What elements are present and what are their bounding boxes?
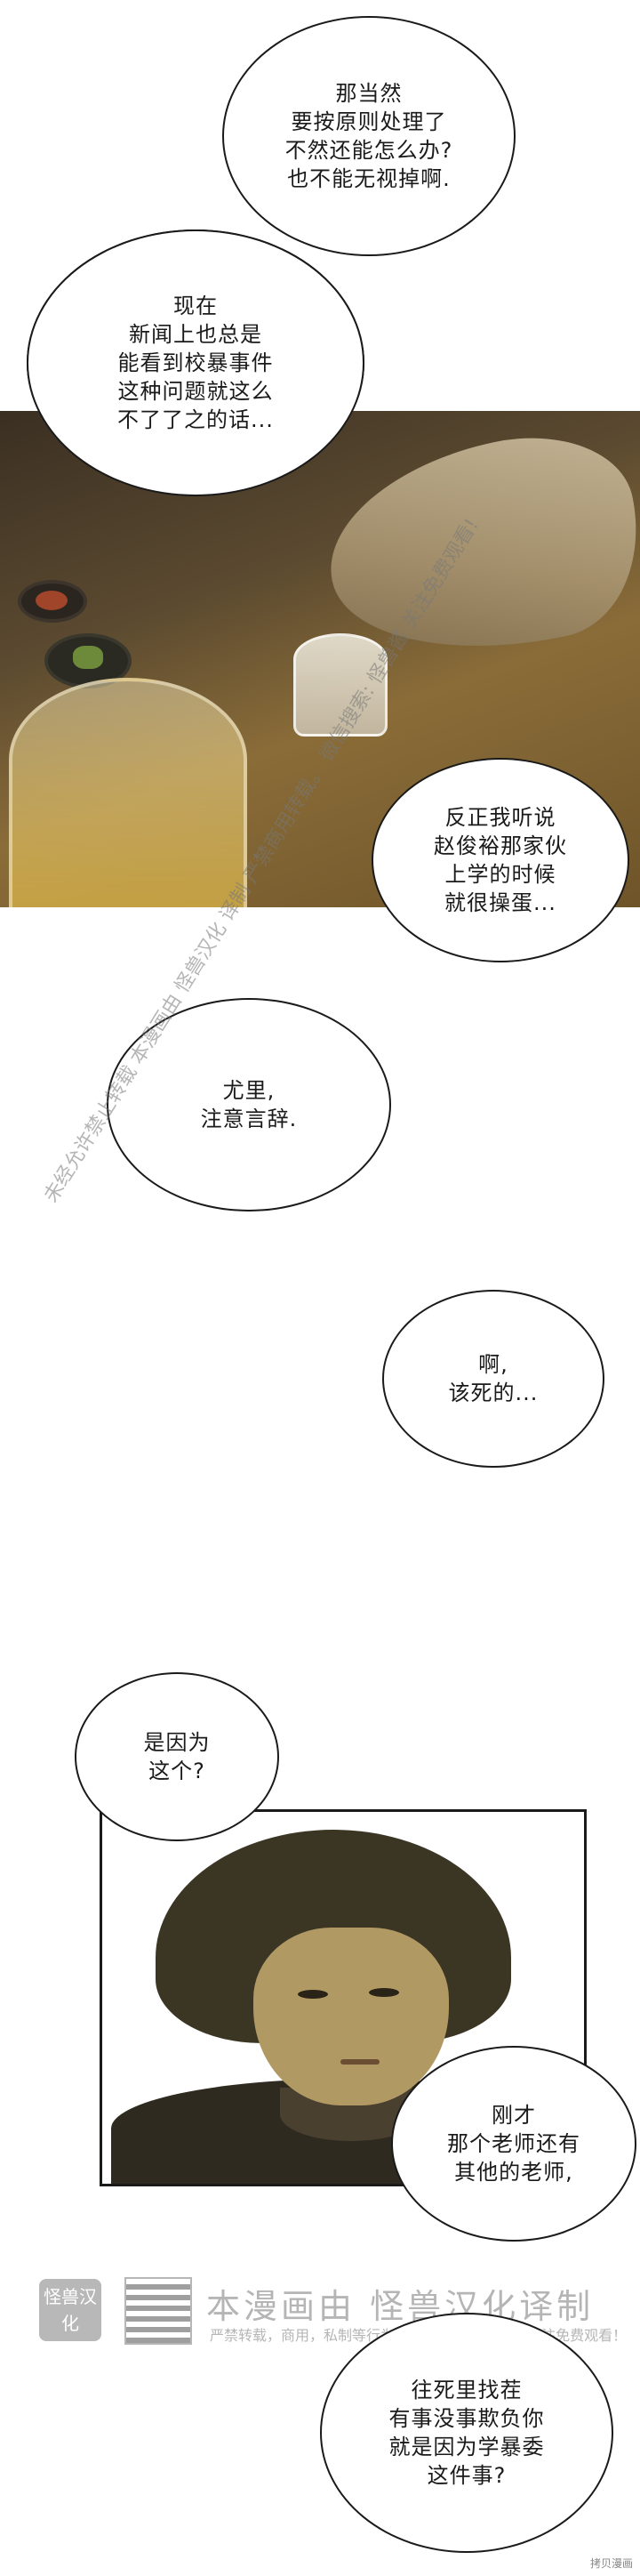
bubble-8-line-1: 往死里找茬 <box>411 2378 523 2403</box>
character-mouth <box>340 2059 380 2065</box>
bubble-3-line-2: 赵俊裕那家伙 <box>434 833 567 858</box>
translator-logo: 怪兽汉化 <box>39 2279 101 2341</box>
speech-bubble-3: 反正我听说 赵俊裕那家伙 上学的时候 就很操蛋... <box>372 758 629 962</box>
bubble-8-line-4: 这件事? <box>427 2463 507 2488</box>
bubble-1-text: 那当然 要按原则处理了 不然还能怎么办? 也不能无视掉啊. <box>285 79 453 193</box>
bubble-1-line-4: 也不能无视掉啊. <box>287 166 451 191</box>
bubble-1-line-1: 那当然 <box>335 81 403 106</box>
bubble-2o-line-3: 能看到校暴事件 <box>117 350 274 375</box>
bubble-1-line-3: 不然还能怎么办? <box>284 138 453 163</box>
character-left-eye <box>298 1990 328 1999</box>
source-credit: 拷贝漫画 <box>589 2557 633 2570</box>
character-face-image <box>253 1928 449 2105</box>
bubble-7-line-2: 那个老师还有 <box>447 2131 580 2156</box>
bubble-4-line-1: 尤里, <box>222 1078 276 1103</box>
speech-bubble-1: 那当然 要按原则处理了 不然还能怎么办? 也不能无视掉啊. <box>222 16 516 256</box>
bubble-3-text: 反正我听说 赵俊裕那家伙 上学的时候 就很操蛋... <box>434 803 567 917</box>
beer-glass-image <box>9 678 247 907</box>
bubble-6-line-1: 是因为 <box>143 1730 211 1755</box>
speech-bubble-2-overlay: 现在 新闻上也总是 能看到校暴事件 这种问题就这么 不了了之的话... <box>27 229 364 496</box>
watermark-title: 本漫画由 怪兽汉化译制 <box>206 2287 595 2326</box>
bubble-2o-line-4: 这种问题就这么 <box>117 379 274 404</box>
speech-bubble-5: 啊, 该死的... <box>382 1290 604 1468</box>
bubble-6-line-2: 这个? <box>148 1759 205 1783</box>
bubble-8-text: 往死里找茬 有事没事欺负你 就是因为学暴委 这件事? <box>389 2376 545 2490</box>
sauce-dish-image <box>18 580 87 623</box>
bubble-5-line-2: 该死的... <box>448 1381 539 1405</box>
bubble-2o-line-5: 不了了之的话... <box>117 407 274 432</box>
bubble-7-text: 刚才 那个老师还有 其他的老师, <box>447 2101 580 2186</box>
bubble-3-line-1: 反正我听说 <box>444 805 556 830</box>
bubble-4-line-2: 注意言辞. <box>200 1107 298 1131</box>
character-right-eye <box>369 1988 399 1997</box>
bubble-3-line-4: 就很操蛋... <box>444 890 556 915</box>
speech-bubble-8: 往死里找茬 有事没事欺负你 就是因为学暴委 这件事? <box>320 2313 613 2553</box>
bubble-2o-line-1: 现在 <box>172 294 218 318</box>
bubble-2-overlay-text: 现在 新闻上也总是 能看到校暴事件 这种问题就这么 不了了之的话... <box>117 292 274 434</box>
speech-bubble-4: 尤里, 注意言辞. <box>107 998 391 1212</box>
speech-bubble-7: 刚才 那个老师还有 其他的老师, <box>391 2046 636 2242</box>
bubble-4-text: 尤里, 注意言辞. <box>201 1076 298 1133</box>
bubble-5-line-1: 啊, <box>478 1352 508 1377</box>
bubble-1-line-2: 要按原则处理了 <box>291 109 447 134</box>
bubble-8-line-2: 有事没事欺负你 <box>388 2406 545 2431</box>
bubble-7-line-3: 其他的老师, <box>454 2160 573 2185</box>
translator-logo-text: 怪兽汉化 <box>44 2286 97 2334</box>
bubble-8-line-3: 就是因为学暴委 <box>388 2435 545 2459</box>
dinner-table-panel <box>0 411 640 907</box>
bubble-5-text: 啊, 该死的... <box>449 1350 539 1407</box>
shot-glass-image <box>293 633 388 737</box>
bubble-2o-line-2: 新闻上也总是 <box>128 322 262 347</box>
bubble-3-line-3: 上学的时候 <box>444 862 556 887</box>
qr-code-image <box>124 2277 192 2345</box>
bubble-7-line-1: 刚才 <box>492 2103 536 2128</box>
bubble-6-text: 是因为 这个? <box>144 1728 211 1785</box>
speech-bubble-6: 是因为 这个? <box>75 1672 279 1841</box>
